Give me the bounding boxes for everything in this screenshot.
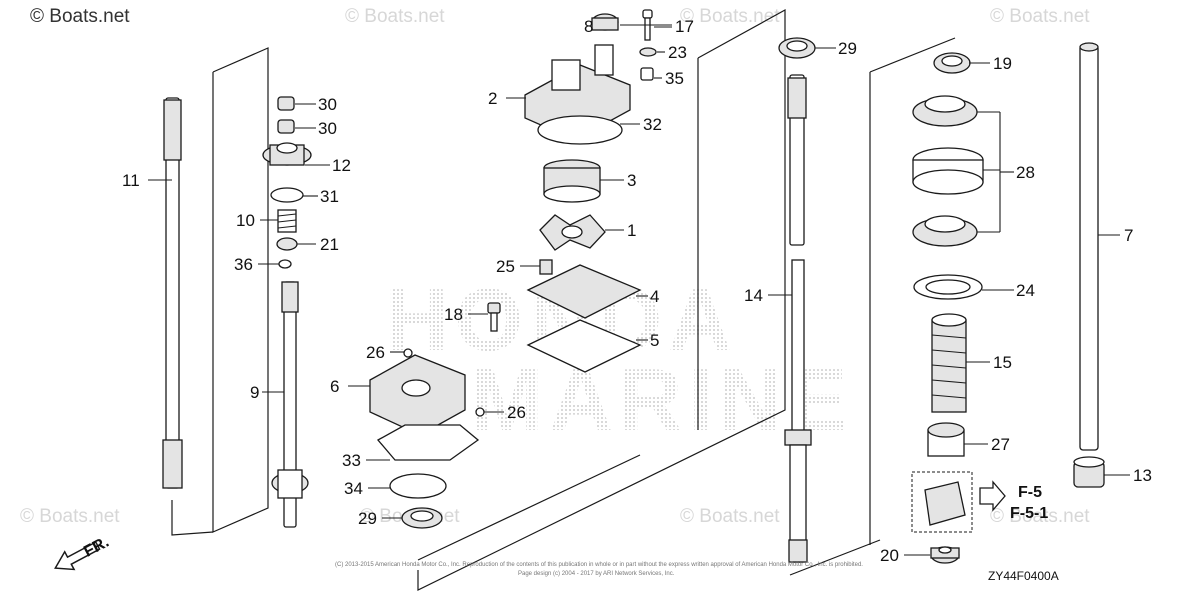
reference-arrow-icon — [979, 480, 1006, 512]
watermark-top-4: © Boats.net — [990, 6, 1090, 27]
part-13-grommet — [1073, 456, 1105, 488]
callout-13: 13 — [1133, 466, 1152, 485]
part-30-nut-upper — [277, 96, 295, 111]
brand-watermark-line2: MARINE — [470, 350, 853, 449]
callouts: 11 30 30 12 31 10 21 36 9 8 17 23 35 2 3… — [122, 17, 1152, 565]
part-17-bolt — [642, 9, 653, 41]
copyright-line-1: (C) 2013-2015 American Honda Motor Co., … — [335, 562, 863, 568]
part-26-pin-upper — [403, 348, 413, 358]
callout-8: 8 — [584, 17, 593, 36]
part-11-shaft — [162, 97, 183, 489]
watermark-bottom-3: © Boats.net — [680, 506, 780, 527]
callout-30-upper: 30 — [318, 95, 337, 114]
callout-24: 24 — [1016, 281, 1035, 300]
part-24-shim — [913, 274, 983, 300]
callout-7: 7 — [1124, 226, 1133, 245]
part-28-bearing-lower — [912, 215, 978, 247]
part-29-seal-lower — [401, 507, 443, 529]
part-3-liner — [543, 159, 601, 203]
part-15-spring — [931, 313, 967, 413]
part-26-pin-lower — [475, 407, 485, 417]
callout-29-lower: 29 — [358, 509, 377, 528]
part-25-key — [539, 259, 553, 275]
group-frames — [171, 8, 956, 591]
front-direction-arrow-icon — [54, 541, 101, 571]
callout-30-lower: 30 — [318, 119, 337, 138]
part-29-seal-upper — [778, 37, 816, 59]
callout-25: 25 — [496, 257, 515, 276]
callout-35: 35 — [665, 69, 684, 88]
callout-12: 12 — [332, 156, 351, 175]
part-35-dowel — [640, 67, 654, 81]
callout-11: 11 — [122, 171, 140, 190]
callout-26-upper: 26 — [366, 343, 385, 362]
callout-36: 36 — [234, 255, 253, 274]
part-10-spring — [277, 209, 297, 233]
part-19-seal — [933, 52, 971, 74]
callout-6: 6 — [330, 377, 339, 396]
part-6-case — [369, 354, 466, 436]
callout-28: 28 — [1016, 163, 1035, 182]
part-12-housing — [262, 142, 312, 166]
callout-3: 3 — [627, 171, 636, 190]
callout-10: 10 — [236, 211, 255, 230]
part-28-bearing-upper — [912, 95, 978, 127]
reference-f5-1[interactable]: F-5-1 — [1010, 505, 1048, 522]
watermark-bottom-1: © Boats.net — [20, 506, 120, 527]
watermark-bottom-4: © Boats.net — [990, 506, 1090, 527]
callout-14: 14 — [744, 286, 763, 305]
callout-1: 1 — [627, 221, 636, 240]
watermark-top-3: © Boats.net — [680, 6, 780, 27]
part-34-oring — [389, 473, 447, 499]
watermark-top-2: © Boats.net — [345, 6, 445, 27]
part-7-tube — [1079, 42, 1099, 451]
part-14-drive-shaft — [784, 74, 812, 563]
callout-29-upper: 29 — [838, 39, 857, 58]
callout-4: 4 — [650, 287, 659, 306]
diagram-code: ZY44F0400A — [988, 569, 1059, 583]
callout-27: 27 — [991, 435, 1010, 454]
callout-26-lower: 26 — [507, 403, 526, 422]
callout-5: 5 — [650, 331, 659, 350]
callout-2: 2 — [488, 89, 497, 108]
callout-17: 17 — [675, 17, 694, 36]
part-36-clip — [278, 259, 292, 269]
callout-31: 31 — [320, 187, 339, 206]
part-32-gasket — [537, 115, 623, 145]
watermark-top-left: © Boats.net — [30, 6, 130, 27]
callout-21: 21 — [320, 235, 339, 254]
callout-15: 15 — [993, 353, 1012, 372]
part-28-race — [912, 147, 984, 195]
callout-32: 32 — [643, 115, 662, 134]
callout-9: 9 — [250, 383, 259, 402]
part-18-bolt — [487, 302, 501, 332]
callout-18: 18 — [444, 305, 463, 324]
part-23-washer — [639, 47, 657, 57]
part-20-nut — [930, 546, 960, 564]
callout-23: 23 — [668, 43, 687, 62]
callout-20: 20 — [880, 546, 899, 565]
callout-19: 19 — [993, 54, 1012, 73]
part-21-washer — [276, 237, 298, 251]
part-31-oring — [270, 187, 304, 203]
copyright-line-2: Page design (c) 2004 - 2017 by ARI Netwo… — [518, 571, 675, 577]
part-5-gasket — [526, 319, 642, 373]
reference-f5[interactable]: F-5 — [1018, 484, 1042, 501]
part-1-impeller — [539, 214, 606, 251]
part-33-gasket — [376, 424, 480, 461]
part-4-plate — [526, 264, 642, 319]
part-8-cap — [591, 13, 619, 31]
leader-lines — [148, 24, 1130, 556]
part-9-shaft — [271, 281, 309, 528]
callout-33: 33 — [342, 451, 361, 470]
pinion-gear-reference — [911, 471, 973, 533]
part-30-nut-lower — [277, 119, 295, 134]
part-27-bearing — [927, 422, 965, 457]
callout-34: 34 — [344, 479, 363, 498]
